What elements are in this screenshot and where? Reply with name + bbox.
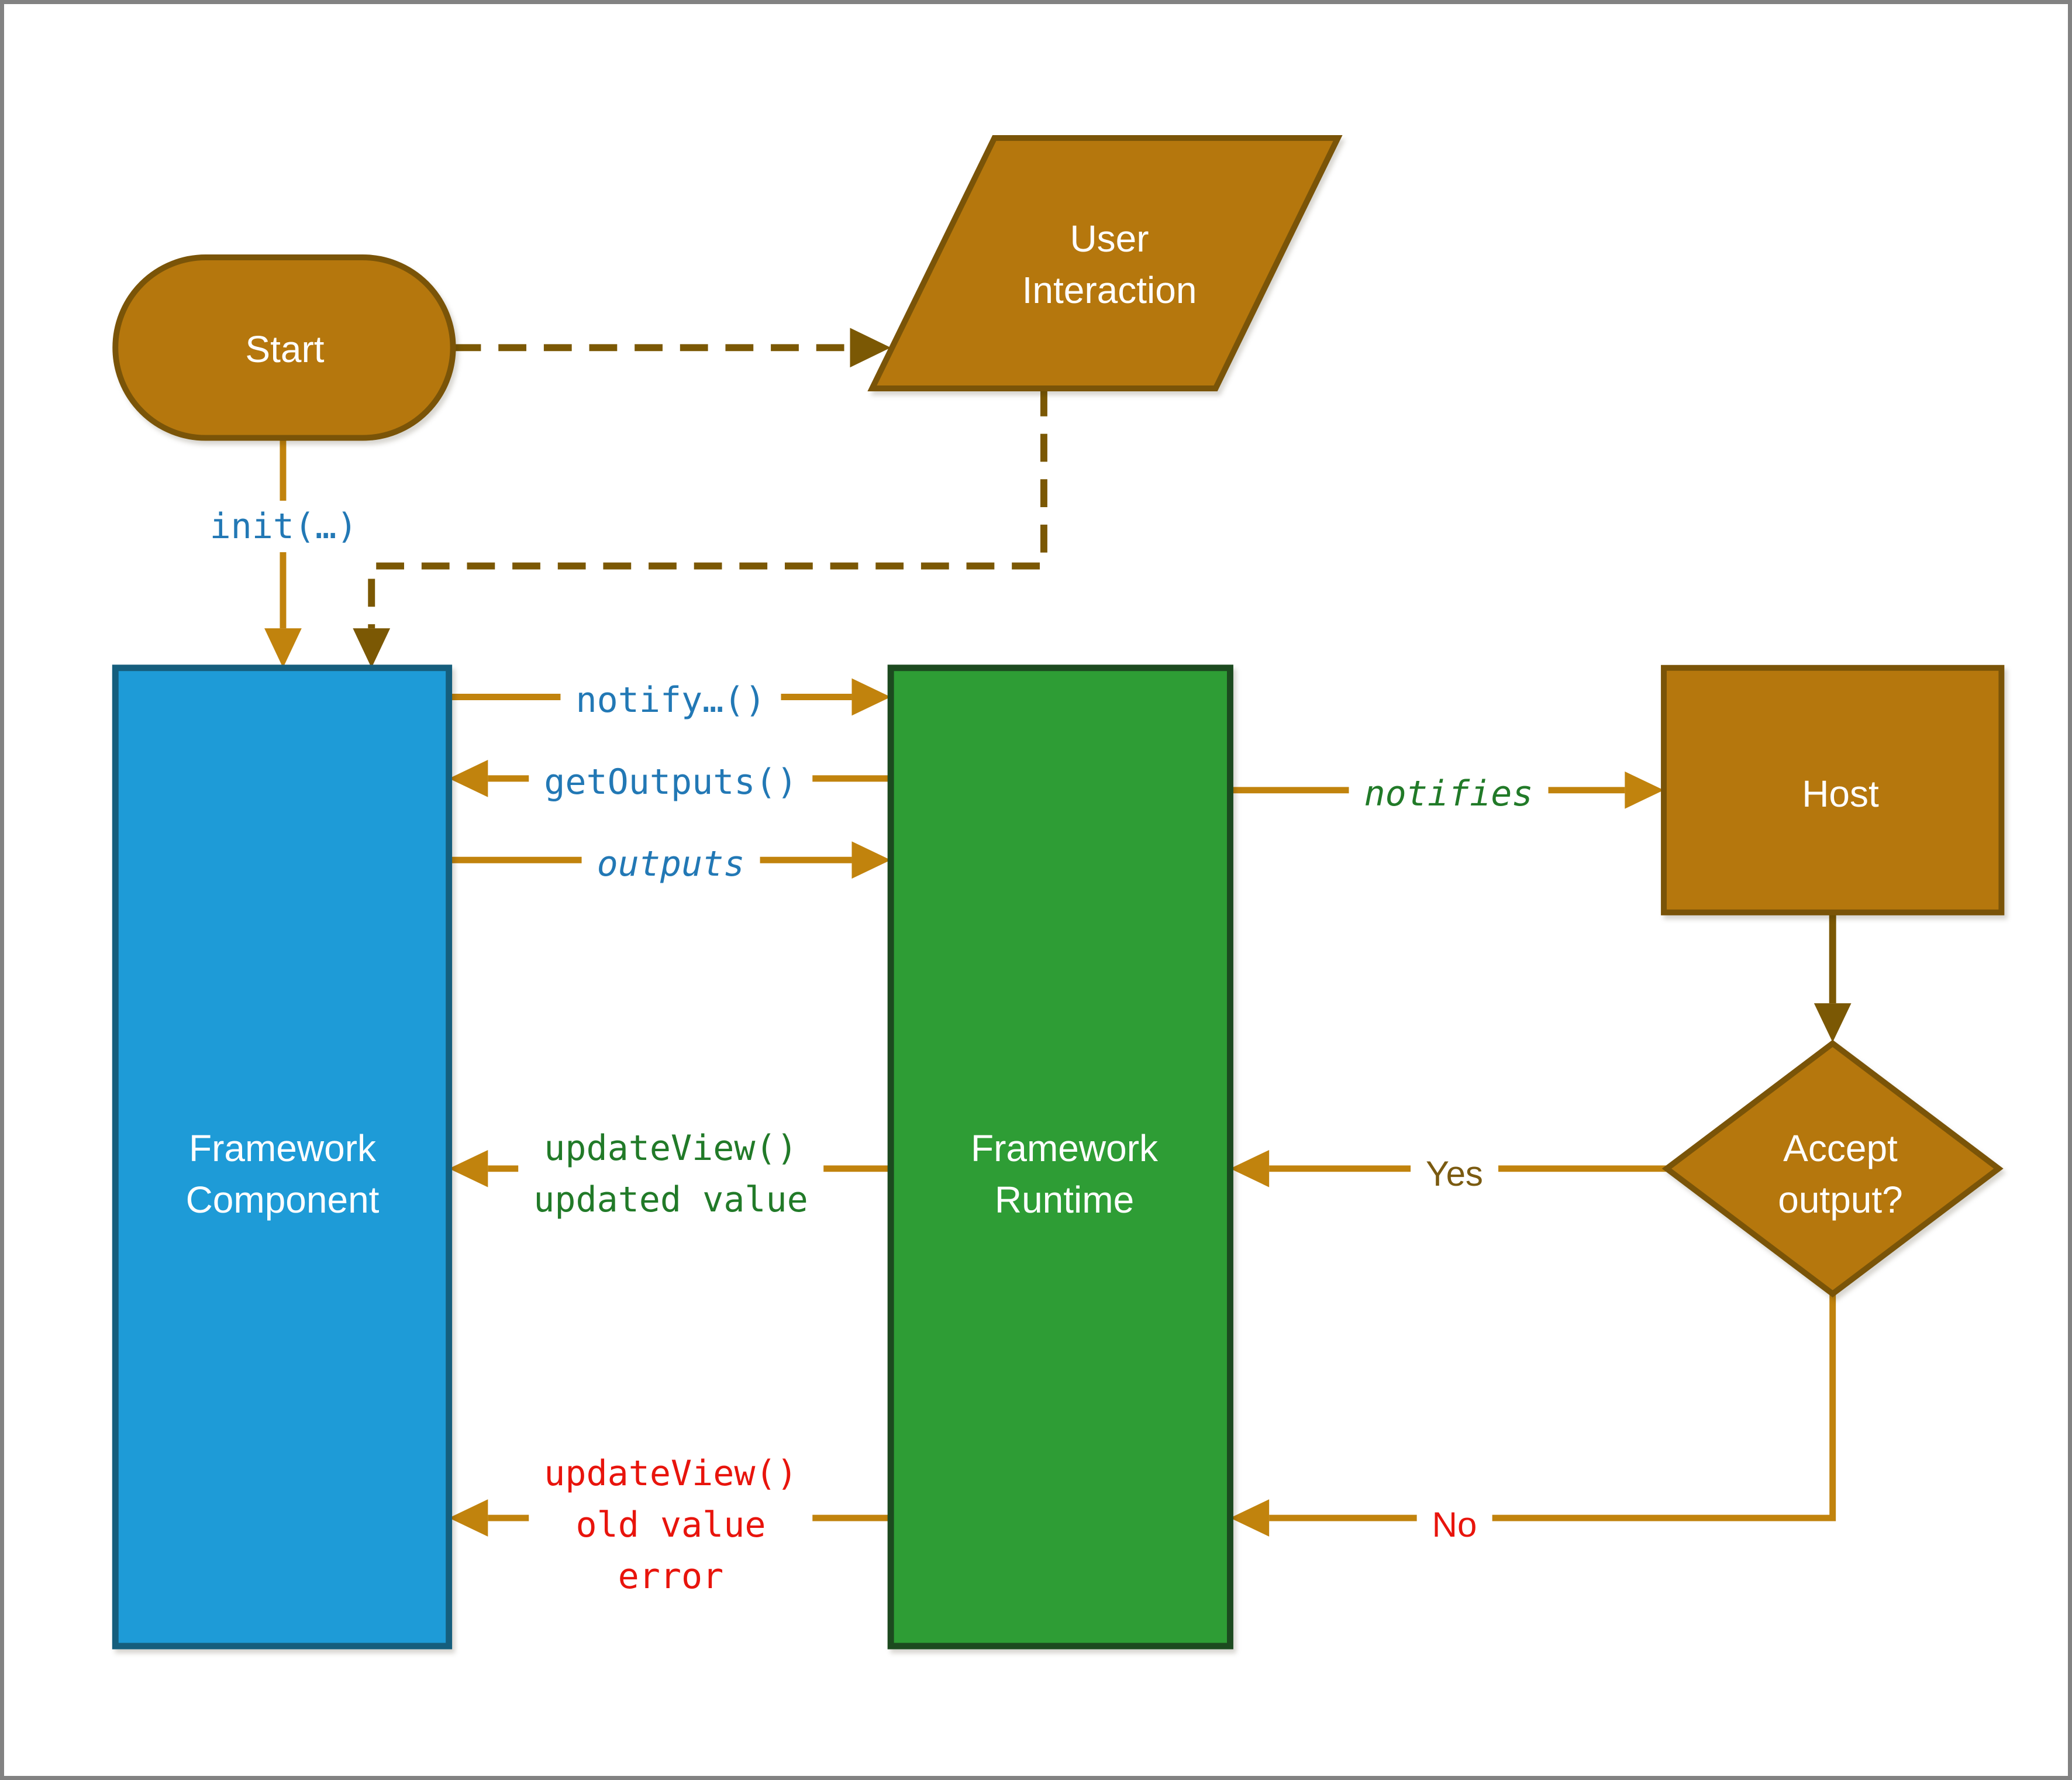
updateview-error-line1: updateView() — [544, 1453, 798, 1494]
updateview-error-line3: error — [618, 1556, 724, 1597]
updateview-error-line2: old value — [575, 1504, 766, 1545]
user-interaction-label-line2: Interaction — [1022, 269, 1197, 311]
edge-init-label: init(…) — [194, 501, 373, 552]
edge-notifies-label: notifies — [1349, 768, 1549, 820]
accept-output-label-line1: Accept — [1783, 1127, 1898, 1169]
updateview-success-line2: updated value — [533, 1179, 808, 1220]
edge-outputs-label: outputs — [581, 838, 760, 890]
edge-yes-arrowhead — [1230, 1149, 1270, 1187]
edge-updateview-error-arrowhead — [449, 1499, 488, 1537]
user-interaction-node-label: User Interaction — [1022, 213, 1197, 316]
user-interaction-label-line1: User — [1070, 218, 1149, 260]
accept-output-node-label: Accept output? — [1778, 1123, 1903, 1225]
edge-host-accept-arrowhead — [1814, 1003, 1852, 1042]
edge-notifies-arrowhead — [1625, 771, 1664, 809]
edge-no-line — [1269, 1293, 1836, 1521]
nodes-group — [112, 135, 2005, 1650]
edge-userinteraction-component-line — [368, 388, 1047, 629]
user-interaction-node-shape — [867, 135, 1343, 391]
framework-component-node-shape — [112, 665, 453, 1650]
host-node-label: Host — [1802, 773, 1879, 815]
framework-runtime-node-label: Framework Runtime — [971, 1123, 1158, 1225]
edge-notify-label: notify…() — [560, 674, 781, 726]
edge-init-arrowhead — [264, 628, 302, 668]
edge-yes-label: Yes — [1411, 1148, 1498, 1200]
edge-notify-arrowhead — [851, 678, 891, 716]
edge-userinteraction-component-arrowhead — [353, 628, 391, 668]
edge-no-label: No — [1416, 1499, 1492, 1551]
edge-updateview-success-arrowhead — [449, 1149, 488, 1187]
framework-component-node-label: Framework Component — [186, 1123, 380, 1225]
accept-output-diamond-shape — [1661, 1039, 2004, 1298]
framework-component-label-line1: Framework — [188, 1127, 377, 1169]
framework-runtime-node-shape — [887, 665, 1233, 1650]
edge-outputs-arrowhead — [851, 841, 891, 879]
accept-output-label-line2: output? — [1778, 1179, 1903, 1221]
framework-runtime-label-line1: Framework — [970, 1127, 1159, 1169]
edge-updateview-error-label: updateView() old value error — [529, 1448, 813, 1602]
host-node-shape — [1661, 665, 2005, 915]
framework-runtime-label-line2: Runtime — [994, 1179, 1135, 1221]
edge-start-userinteraction-arrowhead — [850, 328, 891, 368]
start-node-label: Start — [245, 328, 325, 370]
edge-no-arrowhead — [1230, 1499, 1270, 1537]
flowchart-svg — [112, 135, 2005, 1650]
edge-getoutputs-arrowhead — [449, 760, 488, 797]
start-node-shape — [112, 254, 456, 441]
framework-component-label-line2: Component — [185, 1179, 380, 1221]
updateview-success-line1: updateView() — [544, 1128, 798, 1169]
edge-updateview-success-label: updateView() updated value — [518, 1123, 823, 1225]
edge-getoutputs-label: getOutputs() — [529, 756, 813, 808]
